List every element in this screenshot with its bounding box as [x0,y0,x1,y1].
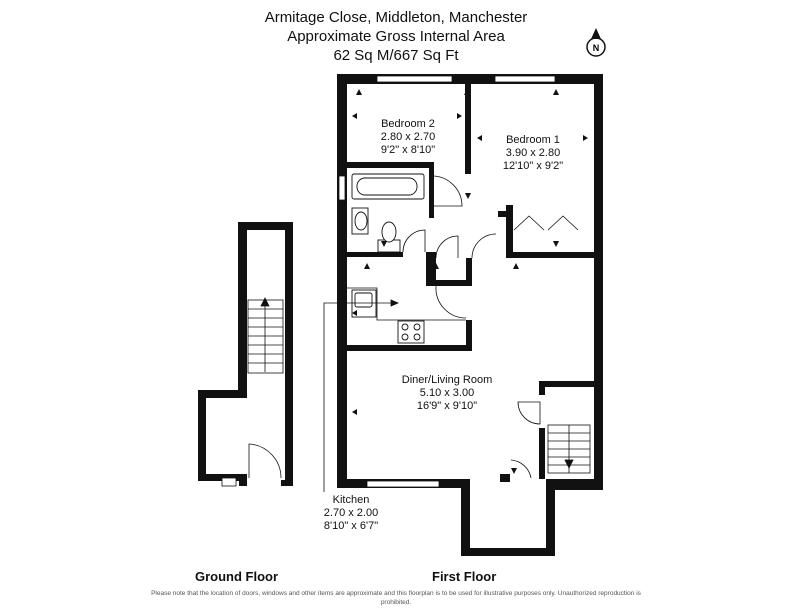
bedroom2-imperial: 9'2" x 8'10" [381,144,435,156]
first-floor-plan [323,74,603,556]
bath-icon [351,173,425,200]
north-arrow-icon: N [586,28,606,57]
disclaimer: Please note that the location of doors, … [151,590,641,606]
kitchen-imperial: 8'10" x 6'7" [324,520,378,532]
bedroom2-metric: 2.80 x 2.70 [381,131,435,143]
hob-icon [397,320,425,344]
compass-label: N [593,43,600,53]
living-room-metric: 5.10 x 3.00 [420,387,474,399]
kitchen-metric: 2.70 x 2.00 [324,507,378,519]
bedroom1-imperial: 12'10" x 9'2" [503,160,563,172]
living-room-imperial: 16'9" x 9'10" [417,400,477,412]
kitchen-sink-icon [351,289,377,318]
area-heading: Approximate Gross Internal Area [287,28,505,45]
living-room-name: Diner/Living Room [402,374,492,386]
area-value: 62 Sq M/667 Sq Ft [333,47,459,64]
bedroom1-name: Bedroom 1 [506,134,560,146]
bedroom2-name: Bedroom 2 [381,118,435,130]
property-address: Armitage Close, Middleton, Manchester [264,9,528,26]
first-floor-label: First Floor [432,569,497,584]
basin-icon [351,207,369,235]
ground-floor-label: Ground Floor [195,569,279,584]
ground-floor-plan [198,222,293,487]
bedroom1-metric: 3.90 x 2.80 [506,147,560,159]
kitchen-name: Kitchen [333,494,370,506]
